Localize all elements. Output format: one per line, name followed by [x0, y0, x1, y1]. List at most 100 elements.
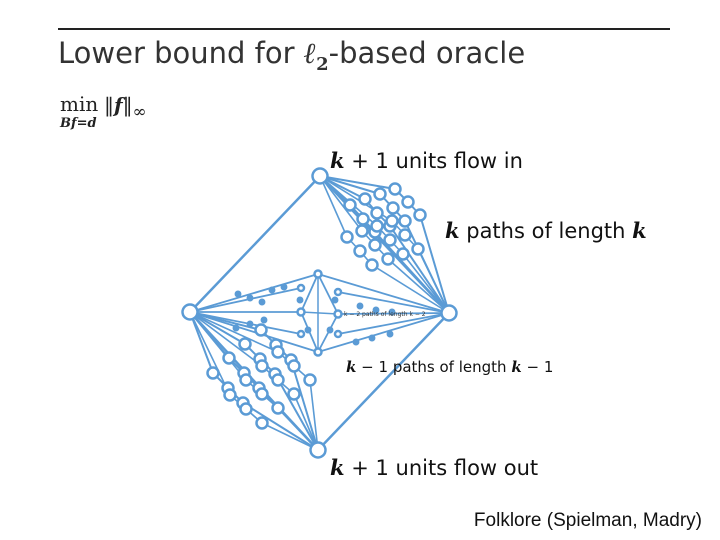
path-node: [255, 416, 269, 430]
path-node: [386, 201, 400, 215]
path-node: [239, 402, 253, 416]
path-node: [287, 387, 301, 401]
middle-edge: [189, 311, 319, 353]
path-node: [398, 228, 412, 242]
path-edge: [189, 311, 279, 353]
path-node: [368, 238, 382, 252]
path-edge: [319, 175, 348, 238]
middle-paths-label: k − 1 paths of length k − 1: [346, 358, 554, 376]
title-symbol: ℓ2: [303, 36, 329, 75]
path-node: [401, 195, 415, 209]
inner-node: [296, 329, 306, 339]
middle-dot: [372, 306, 380, 314]
inner-edge: [317, 273, 339, 315]
middle-dot: [356, 302, 364, 310]
middle-dot: [246, 320, 254, 328]
path-edge: [290, 359, 319, 451]
middle-edge: [189, 273, 319, 313]
inner-node: [313, 347, 323, 357]
middle-dot: [352, 338, 360, 346]
top-rule: [58, 28, 670, 30]
middle-dot: [296, 296, 304, 304]
path-node: [398, 214, 412, 228]
middle-dot: [258, 298, 266, 306]
citation: Folklore (Spielman, Madry): [473, 510, 702, 531]
path-edge: [417, 248, 450, 314]
path-node: [355, 224, 369, 238]
source-label: k + 1 units flow in: [330, 148, 523, 173]
path-node: [223, 388, 237, 402]
path-node: [254, 323, 268, 337]
middle-dot: [234, 290, 242, 298]
path-edge: [387, 258, 450, 314]
middle-dot: [304, 326, 312, 334]
paths-label: k paths of length k: [445, 218, 647, 243]
middle-dot: [331, 296, 339, 304]
inner-node: [333, 287, 343, 297]
path-node: [238, 337, 252, 351]
middle-dot: [246, 294, 254, 302]
path-node: [222, 351, 236, 365]
path-node: [271, 373, 285, 387]
path-edge: [189, 311, 246, 345]
path-edge: [189, 311, 231, 396]
path-edge: [319, 175, 363, 232]
path-edge: [389, 225, 450, 314]
middle-dot: [232, 324, 240, 332]
middle-dot: [326, 326, 334, 334]
path-node: [287, 359, 301, 373]
diamond-edge: [317, 312, 450, 451]
path-edge: [309, 379, 319, 451]
middle-edge: [317, 273, 450, 314]
inner-edge: [300, 273, 319, 313]
path-node: [271, 345, 285, 359]
path-node: [385, 214, 399, 228]
path-edge: [371, 264, 450, 314]
inner-node: [333, 309, 343, 319]
slide-title: Lower bound for ℓ2-based oracle: [58, 36, 525, 75]
title-suffix: -based oracle: [328, 36, 526, 70]
path-edge: [261, 422, 319, 451]
diamond-edge: [189, 175, 321, 313]
middle-dot: [260, 316, 268, 324]
sink-node: [309, 441, 327, 459]
inner-node: [296, 283, 306, 293]
path-node: [370, 206, 384, 220]
path-node: [358, 192, 372, 206]
middle-dot: [386, 330, 394, 338]
middle-edge: [189, 287, 302, 313]
inner-paths-label: k − 2 paths of length k − 2: [344, 311, 426, 318]
path-edge: [274, 373, 319, 451]
path-node: [206, 366, 220, 380]
infinity-norm: ‖f‖∞: [104, 93, 147, 121]
left-node: [181, 303, 199, 321]
path-edge: [293, 393, 319, 451]
path-node: [303, 373, 317, 387]
path-edge: [189, 311, 263, 367]
right-node: [440, 304, 458, 322]
graph-nodes: [181, 167, 458, 459]
path-node: [388, 182, 402, 196]
title-subscript: 2: [316, 53, 329, 75]
min-operator: min: [60, 92, 99, 116]
path-edge: [402, 253, 450, 314]
inner-edge: [317, 313, 339, 353]
path-node: [340, 230, 354, 244]
norm-variable: f: [114, 93, 123, 117]
inner-node: [333, 329, 343, 339]
sink-label: k + 1 units flow out: [330, 455, 539, 480]
path-edge: [189, 311, 214, 374]
path-edge: [189, 311, 247, 381]
source-node: [311, 167, 329, 185]
path-node: [411, 242, 425, 256]
middle-dot: [388, 308, 396, 316]
path-node: [396, 247, 410, 261]
path-edge: [319, 175, 396, 190]
title-prefix: Lower bound for: [58, 36, 304, 70]
inner-edge: [300, 311, 339, 315]
inner-node: [313, 269, 323, 279]
path-edge: [319, 175, 381, 195]
middle-edge: [337, 312, 450, 335]
path-node: [239, 373, 253, 387]
middle-dot: [280, 283, 288, 291]
